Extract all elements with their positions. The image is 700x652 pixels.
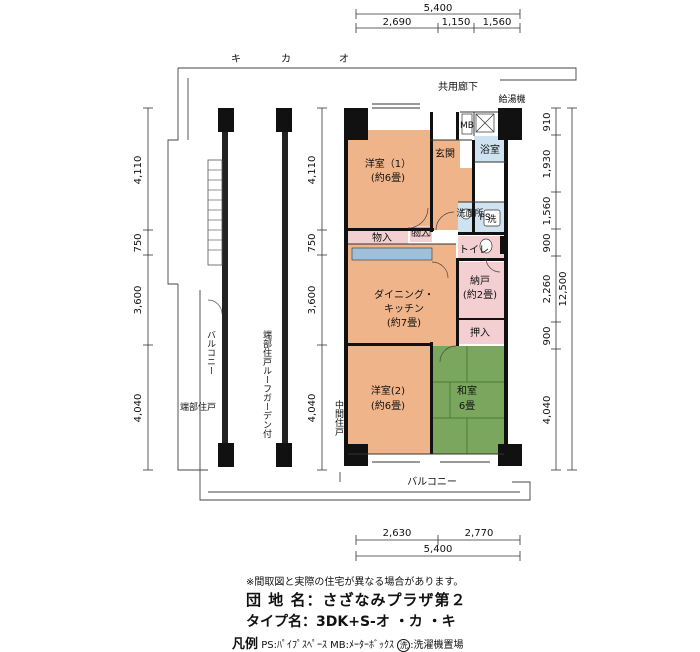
svg-text:6畳: 6畳 (459, 400, 475, 412)
complex-name: さざなみプラザ第２ (322, 591, 467, 609)
svg-text:4,110: 4,110 (133, 156, 144, 185)
disclaimer-note: ※間取図と実際の住宅が異なる場合があります。 (246, 577, 464, 588)
room-dining (348, 244, 456, 346)
legend-row: 凡例 PS:ﾊﾟｲﾌﾟｽﾍﾟｰｽ MB:ﾒｰﾀｰﾎﾞｯｸｽ 洗:洗濯機置場 (232, 633, 464, 652)
label-o: オ (339, 53, 349, 65)
room-bathroom (474, 136, 506, 162)
room-entrance (430, 140, 460, 168)
svg-text:(約2畳): (約2畳) (463, 288, 497, 301)
middle-dimensions (317, 107, 327, 471)
svg-text:物入: 物入 (412, 227, 430, 239)
walls (344, 108, 522, 466)
fixtures (460, 113, 501, 254)
outer-outlines (167, 67, 577, 501)
svg-text:洋室(2): 洋室(2) (371, 384, 405, 397)
room-western2 (348, 346, 430, 454)
svg-text:4,040: 4,040 (542, 396, 553, 425)
type-label: タイプ名： (246, 614, 316, 630)
svg-text:納戸: 納戸 (470, 274, 490, 287)
svg-text:ダイニング・: ダイニング・ (374, 288, 434, 301)
label-balcony-side: バルコニー (205, 330, 216, 375)
room-oshiire (456, 320, 504, 344)
svg-text:MB: MB (460, 121, 474, 131)
rooms (348, 130, 506, 454)
room-labels: 洋室（1） (約6畳) 玄関 浴室 洗面所 洗 物入 物入 トイレ ダイニング・… (365, 121, 500, 412)
svg-text:2,260: 2,260 (542, 275, 553, 304)
svg-text:750: 750 (133, 233, 144, 252)
legend-mb: MB:ﾒｰﾀｰﾎﾞｯｸｽ (330, 640, 394, 651)
svg-text:(約6畳): (約6畳) (371, 399, 405, 412)
right-dimensions (551, 107, 577, 471)
room-western1 (348, 130, 430, 230)
dim-bottom-1: 2,630 (383, 528, 412, 539)
svg-text:4,040: 4,040 (307, 394, 318, 423)
label-balcony-bottom: バルコニー (407, 476, 457, 488)
dim-top-1: 2,690 (383, 17, 412, 28)
svg-text:(約7畳): (約7畳) (387, 316, 421, 329)
dim-top-3: 1,560 (483, 17, 512, 28)
legend-label: 凡例 (232, 637, 259, 652)
svg-text:(約6畳): (約6畳) (371, 171, 405, 184)
left-dim-labels: 4,110 750 3,600 4,040 (133, 156, 144, 423)
dim-bottom-2: 2,770 (465, 528, 494, 539)
label-ka: カ (281, 53, 291, 65)
middle-strip (276, 108, 292, 467)
right-dim-labels: 910 1,930 1,560 900 2,260 900 4,040 12,5… (542, 112, 569, 424)
svg-text:4,110: 4,110 (307, 156, 318, 185)
middle-dim-labels: 4,110 750 3,600 4,040 (307, 156, 318, 423)
svg-text:910: 910 (542, 112, 553, 131)
legend-wash: :洗濯機置場 (410, 640, 464, 651)
door-swings (407, 207, 501, 363)
type-name: 3DK+S-オ ・カ ・キ (316, 614, 456, 630)
svg-text:4,040: 4,040 (133, 394, 144, 423)
svg-text:1,930: 1,930 (542, 150, 553, 179)
label-corridor: 共用廊下 (438, 80, 478, 93)
svg-text:洗: 洗 (487, 213, 496, 225)
complex-label: 団 地 名： (246, 591, 323, 609)
type-name-row: タイプ名：3DK+S-オ ・カ ・キ (246, 611, 456, 631)
kitchen-counter (351, 247, 433, 261)
room-closet1 (348, 230, 408, 244)
bottom-dimensions (355, 535, 521, 561)
svg-text:洋室（1）: 洋室（1） (365, 157, 411, 170)
wall-lines (348, 103, 506, 463)
floor-plan: 5,400 2,690 1,150 1,560 キ カ オ 端部住戸 バルコニー (133, 3, 577, 561)
svg-text:12,500: 12,500 (558, 272, 569, 307)
svg-text:キッチン: キッチン (384, 303, 424, 315)
svg-text:3,600: 3,600 (307, 286, 318, 315)
svg-text:物入: 物入 (372, 231, 392, 244)
label-end-unit: 端部住戸 (180, 401, 216, 413)
svg-text:和室: 和室 (457, 384, 477, 397)
label-ki: キ (231, 54, 241, 65)
dim-bottom-total: 5,400 (424, 544, 453, 555)
svg-text:900: 900 (542, 326, 553, 345)
left-dimensions (143, 107, 153, 471)
legend-ps: PS:ﾊﾟｲﾌﾟｽﾍﾟｰｽ (261, 640, 327, 651)
complex-name-row: 団 地 名：さざなみプラザ第２ (246, 589, 466, 610)
tatami-lines (430, 346, 504, 454)
svg-text:900: 900 (542, 233, 553, 252)
legend-wash-mark: 洗 (397, 639, 411, 652)
dim-top-total: 5,400 (424, 3, 453, 14)
left-strip (207, 108, 234, 467)
label-roof-garden: 端部住戸ルーフガーデン付 (261, 329, 272, 439)
svg-text:玄関: 玄関 (435, 147, 455, 160)
svg-text:PS: PS (479, 213, 490, 223)
label-middle-unit: 中間住戸 (333, 399, 344, 437)
label-water-heater: 給湯機 (498, 93, 525, 105)
svg-text:1,560: 1,560 (542, 197, 553, 226)
svg-text:洗面所: 洗面所 (456, 207, 483, 219)
svg-text:押入: 押入 (470, 326, 490, 339)
top-dimensions (355, 9, 521, 33)
svg-text:浴室: 浴室 (480, 143, 500, 156)
dim-top-2: 1,150 (442, 17, 471, 28)
svg-text:トイレ: トイレ (459, 245, 489, 256)
svg-text:3,600: 3,600 (133, 286, 144, 315)
svg-text:750: 750 (307, 233, 318, 252)
